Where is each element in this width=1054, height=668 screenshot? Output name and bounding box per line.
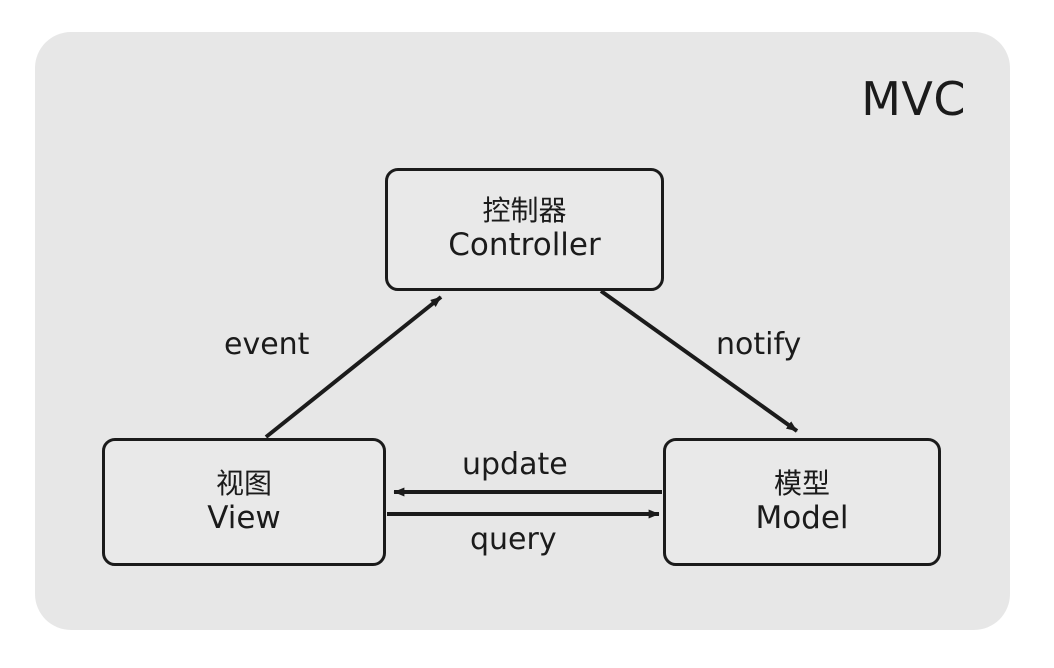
edge-label-event: event [224, 327, 310, 362]
node-view[interactable]: 视图 View [102, 438, 386, 566]
edge-label-query: query [470, 522, 557, 557]
node-view-label-en: View [207, 499, 281, 536]
node-model-label-en: Model [755, 499, 849, 536]
edge-label-notify: notify [716, 327, 802, 362]
node-model-label-cn: 模型 [773, 466, 830, 500]
edge-label-update: update [462, 447, 568, 482]
page-title: MVC [861, 72, 966, 126]
node-controller-label-en: Controller [448, 227, 601, 264]
node-model[interactable]: 模型 Model [663, 438, 941, 566]
node-view-label-cn: 视图 [215, 466, 272, 500]
node-controller-label-cn: 控制器 [482, 194, 567, 228]
node-controller[interactable]: 控制器 Controller [385, 168, 664, 291]
